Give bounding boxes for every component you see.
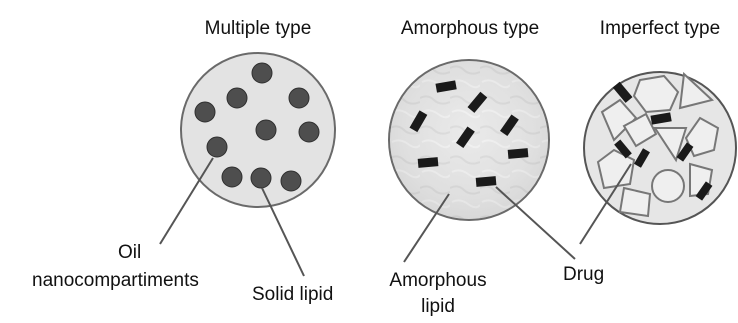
solid-lipid-label: Solid lipid <box>252 284 333 305</box>
oil-label-line2: nanocompartiments <box>32 270 199 291</box>
amorphous-lipid-label-line1: Amorphous <box>389 270 486 291</box>
oil-label-line1: Oil <box>118 242 141 263</box>
panel-title-amorphous: Amorphous type <box>401 18 539 39</box>
panel-title-multiple: Multiple type <box>205 18 312 39</box>
amorphous-type-particle <box>389 60 549 220</box>
multiple-type-particle <box>181 53 335 207</box>
oil-leader-line <box>160 158 213 244</box>
drug-leader-line-a <box>496 187 575 259</box>
amorphous-lipid-label-line2: lipid <box>421 296 455 317</box>
drug-label: Drug <box>563 264 604 285</box>
panel-title-imperfect: Imperfect type <box>600 18 720 39</box>
